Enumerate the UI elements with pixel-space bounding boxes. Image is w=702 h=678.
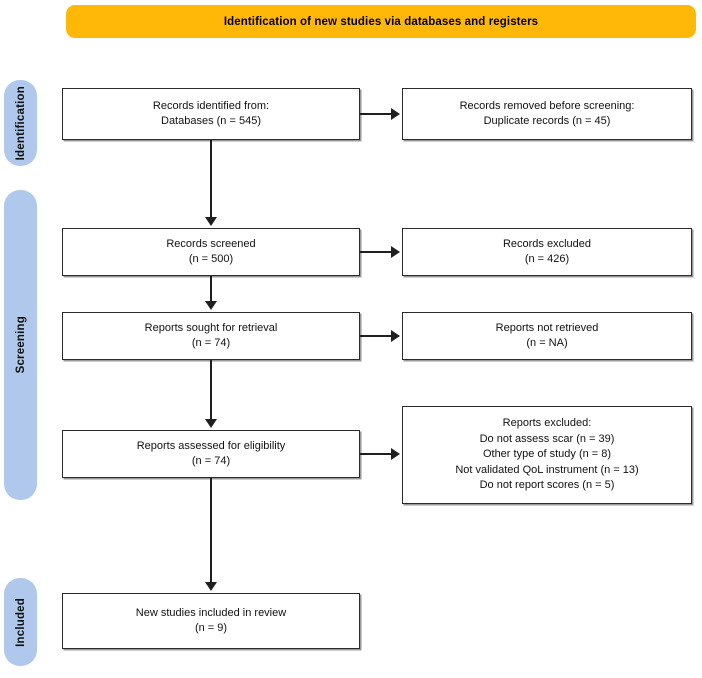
records-screened-line1: Records screened	[166, 237, 256, 250]
connector-screened-to-excluded	[360, 251, 393, 253]
arrow-identified-to-removed-icon	[391, 108, 400, 120]
arrow-assessed-to-included-icon	[205, 582, 217, 591]
new-studies-included-line2: (n = 9)	[194, 622, 228, 634]
connector-identified-to-screened	[210, 140, 212, 219]
reports-excluded-line5: Do not report scores (n = 5)	[479, 479, 615, 492]
records-removed-line2: Duplicate records (n = 45)	[483, 115, 611, 127]
reports-not-retrieved-line2: (n = NA)	[526, 337, 568, 349]
reports-excluded-line3: Other type of study (n = 8)	[482, 448, 612, 461]
reports-excluded-line1: Reports excluded:	[502, 417, 592, 430]
reports-sought-line1: Reports sought for retrieval	[144, 321, 278, 334]
stage-label-screening: Screening	[14, 316, 27, 374]
box-reports-excluded: Reports excluded: Do not assess scar (n …	[402, 406, 692, 504]
connector-sought-to-not-retrieved	[360, 335, 393, 337]
records-excluded-line1: Records excluded	[502, 237, 592, 250]
records-identified-line1: Records identified from:	[152, 99, 270, 112]
box-records-excluded: Records excluded (n = 426)	[402, 228, 692, 276]
arrow-sought-to-assessed-icon	[205, 419, 217, 428]
box-records-screened: Records screened (n = 500)	[62, 228, 360, 276]
box-records-identified: Records identified from: Databases (n = …	[62, 88, 360, 140]
connector-assessed-to-included	[210, 478, 212, 584]
box-reports-sought: Reports sought for retrieval (n = 74)	[62, 312, 360, 360]
reports-excluded-line4: Not validated QoL instrument (n = 13)	[455, 463, 639, 476]
reports-assessed-line1: Reports assessed for eligibility	[136, 439, 286, 452]
box-new-studies-included: New studies included in review (n = 9)	[62, 593, 360, 649]
reports-sought-line2: (n = 74)	[191, 337, 231, 349]
banner-title: Identification of new studies via databa…	[223, 15, 539, 28]
arrow-screened-to-excluded-icon	[391, 246, 400, 258]
records-excluded-line2: (n = 426)	[524, 253, 570, 265]
arrow-screened-to-sought-icon	[205, 301, 217, 310]
new-studies-included-line1: New studies included in review	[135, 606, 287, 619]
arrow-identified-to-screened-icon	[205, 217, 217, 226]
box-reports-assessed: Reports assessed for eligibility (n = 74…	[62, 430, 360, 478]
box-records-removed: Records removed before screening: Duplic…	[402, 88, 692, 140]
connector-assessed-to-reports-excluded	[360, 453, 393, 455]
records-screened-line2: (n = 500)	[188, 253, 234, 265]
stage-tab-identification: Identification	[4, 80, 37, 166]
records-identified-line2: Databases (n = 545)	[161, 115, 261, 127]
records-removed-line1: Records removed before screening:	[459, 99, 635, 112]
stage-label-identification: Identification	[14, 85, 27, 161]
reports-assessed-line2: (n = 74)	[191, 455, 231, 467]
stage-tab-screening: Screening	[4, 190, 37, 500]
stage-tab-included: Included	[4, 578, 37, 666]
connector-screened-to-sought	[210, 276, 212, 303]
identification-banner: Identification of new studies via databa…	[66, 5, 696, 38]
stage-label-included: Included	[14, 597, 27, 647]
reports-not-retrieved-line1: Reports not retrieved	[495, 321, 599, 334]
arrow-sought-to-not-retrieved-icon	[391, 330, 400, 342]
arrow-assessed-to-reports-excluded-icon	[391, 448, 400, 460]
connector-identified-to-removed	[360, 113, 393, 115]
connector-sought-to-assessed	[210, 360, 212, 421]
box-reports-not-retrieved: Reports not retrieved (n = NA)	[402, 312, 692, 360]
reports-excluded-line2: Do not assess scar (n = 39)	[479, 432, 615, 445]
